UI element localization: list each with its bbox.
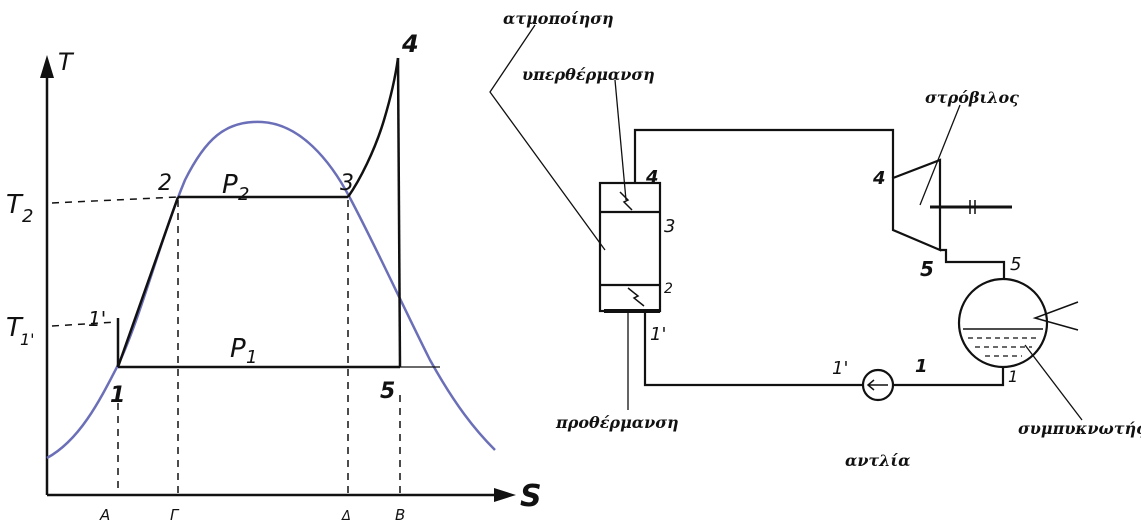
pipe-feedwater	[643, 311, 863, 387]
label-turbine: στρόβιλος	[925, 88, 1019, 107]
pump-arrow	[866, 379, 888, 391]
pump-num-1: 1	[915, 356, 928, 377]
dash-t1	[51, 321, 117, 327]
label-p2: P	[222, 170, 238, 200]
y-axis-arrow	[40, 55, 54, 78]
boiler	[598, 181, 662, 313]
dash-t2	[51, 196, 179, 204]
point-5: 5	[380, 379, 395, 404]
pipe-steam	[633, 128, 895, 183]
axis-label-t: T	[58, 48, 75, 76]
label-pump: αντλία	[845, 451, 910, 470]
line-1-2	[116, 196, 180, 368]
line-3-4	[346, 57, 400, 198]
pipe-exhaust	[940, 248, 1006, 280]
point-1: 1	[110, 383, 125, 408]
label-p1-sub: 1	[246, 347, 257, 368]
label-condenser: συμπυκνωτής	[1018, 419, 1141, 438]
label-t1: T	[6, 313, 24, 343]
leader-superheating	[614, 79, 627, 201]
x-axis-arrow	[494, 488, 516, 502]
boiler-num-3: 3	[664, 216, 675, 237]
ts-labels: T S T 2 T 1' P 2 P 1 1 1' 2 3 4 5 A Γ Δ …	[6, 30, 542, 524]
line-4-5	[396, 57, 402, 368]
label-p1: P	[230, 334, 246, 364]
boiler-num-2: 2	[664, 281, 673, 297]
leader-evaporation	[489, 24, 606, 251]
tick-gamma: Γ	[170, 506, 180, 524]
tick-a: A	[99, 506, 110, 524]
tick-delta: Δ	[341, 509, 351, 524]
label-p2-sub: 2	[238, 184, 249, 205]
boiler-num-4: 4	[645, 167, 659, 188]
axis-label-s: S	[520, 479, 542, 514]
leader-condenser	[1024, 344, 1083, 421]
point-1prime: 1'	[88, 307, 106, 331]
point-4: 4	[401, 30, 419, 58]
schematic-labels: ατμοποίηση υπερθέρμανση στρόβιλος προθέρ…	[503, 9, 1141, 470]
heat-icon-bottom	[627, 287, 645, 307]
pipe-condensate	[893, 367, 1005, 387]
label-t2-sub: 2	[22, 206, 33, 227]
label-t1-sub: 1'	[20, 330, 35, 349]
condenser-num-5: 5	[1010, 254, 1021, 275]
ts-diagram	[40, 55, 516, 502]
tick-b: B	[395, 506, 405, 524]
turbine-num-4: 4	[872, 168, 886, 189]
condenser	[957, 277, 1049, 369]
schematic	[489, 24, 1083, 421]
point-2: 2	[158, 171, 172, 196]
boiler-num-1prime: 1'	[650, 324, 666, 345]
leader-turbine	[919, 104, 961, 206]
heat-icon-top	[619, 191, 633, 211]
pump-num-1prime: 1'	[832, 358, 848, 379]
label-superheating: υπερθέρμανση	[522, 65, 655, 84]
condenser-num-1: 1	[1008, 367, 1018, 386]
label-evaporation: ατμοποίηση	[503, 9, 614, 28]
turbine-num-5: 5	[920, 257, 934, 281]
cooling-arrows	[1032, 301, 1079, 331]
label-preheating: προθέρμανση	[555, 413, 679, 432]
point-3: 3	[340, 171, 354, 196]
label-t2: T	[6, 190, 24, 220]
